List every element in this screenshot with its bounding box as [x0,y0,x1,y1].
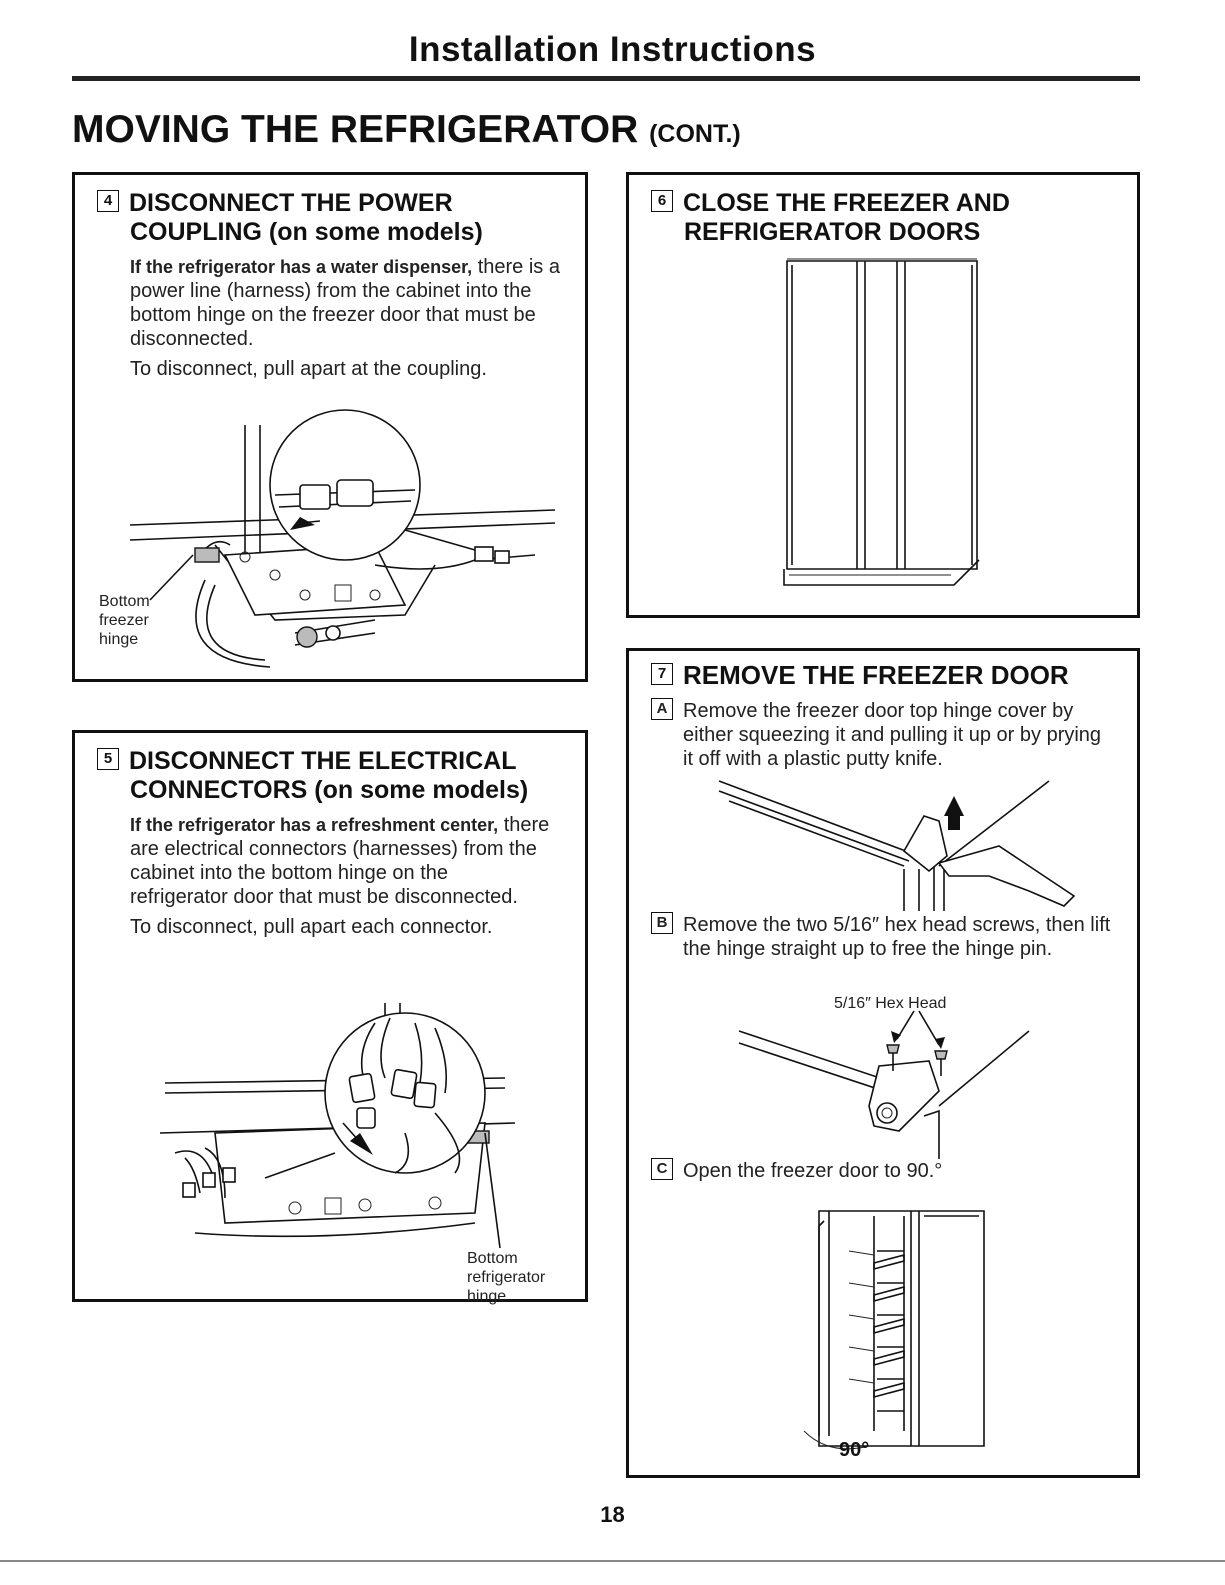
bottom-freezer-hinge-label: Bottom freezer hinge [99,593,150,648]
step-7c-letter: C [651,1157,673,1180]
page-number: 18 [600,1502,625,1527]
bottom-rule [0,1560,1225,1562]
open-freezer-door-illustration [803,1210,985,1450]
step-7a-text: Remove the freezer door top hinge cover … [683,700,1102,770]
step-7b: B Remove the two 5/16″ hex head screws, … [651,911,1121,960]
power-coupling-illustration [129,409,556,668]
step-5-number: 5 [97,748,119,771]
hex-screws-illustration [738,1010,1030,1159]
bottom-refrigerator-hinge-label: Bottom refrigerator hinge [467,1250,546,1305]
header-rule [72,76,1140,81]
step-5-body: If the refrigerator has a refreshment ce… [130,814,550,938]
step-7c-text: Open the freezer door to 90.° [683,1160,943,1182]
electrical-connectors-illustration [159,1003,516,1249]
page-heading: MOVING THE REFRIGERATOR (CONT.) [72,108,741,152]
page-heading-main: MOVING THE REFRIGERATOR [72,108,639,151]
step-7a: A Remove the freezer door top hinge cove… [651,697,1121,770]
step-4-number: 4 [97,190,119,213]
step-7-number: 7 [651,663,673,686]
ninety-degree-label: 90° [839,1439,870,1461]
step-7a-letter: A [651,697,673,720]
page-heading-suffix: (CONT.) [649,120,741,148]
hinge-cover-illustration [718,780,1076,911]
step-4-body: If the refrigerator has a water dispense… [130,256,560,380]
step-7b-letter: B [651,911,673,934]
step-6-number: 6 [651,190,673,213]
closed-refrigerator-illustration [783,258,980,586]
header-title: Installation Instructions [408,30,817,69]
hex-head-label: 5/16″ Hex Head [834,995,947,1012]
step-7c: C Open the freezer door to 90.° [651,1157,1121,1183]
step-7b-text: Remove the two 5/16″ hex head screws, th… [683,914,1111,960]
